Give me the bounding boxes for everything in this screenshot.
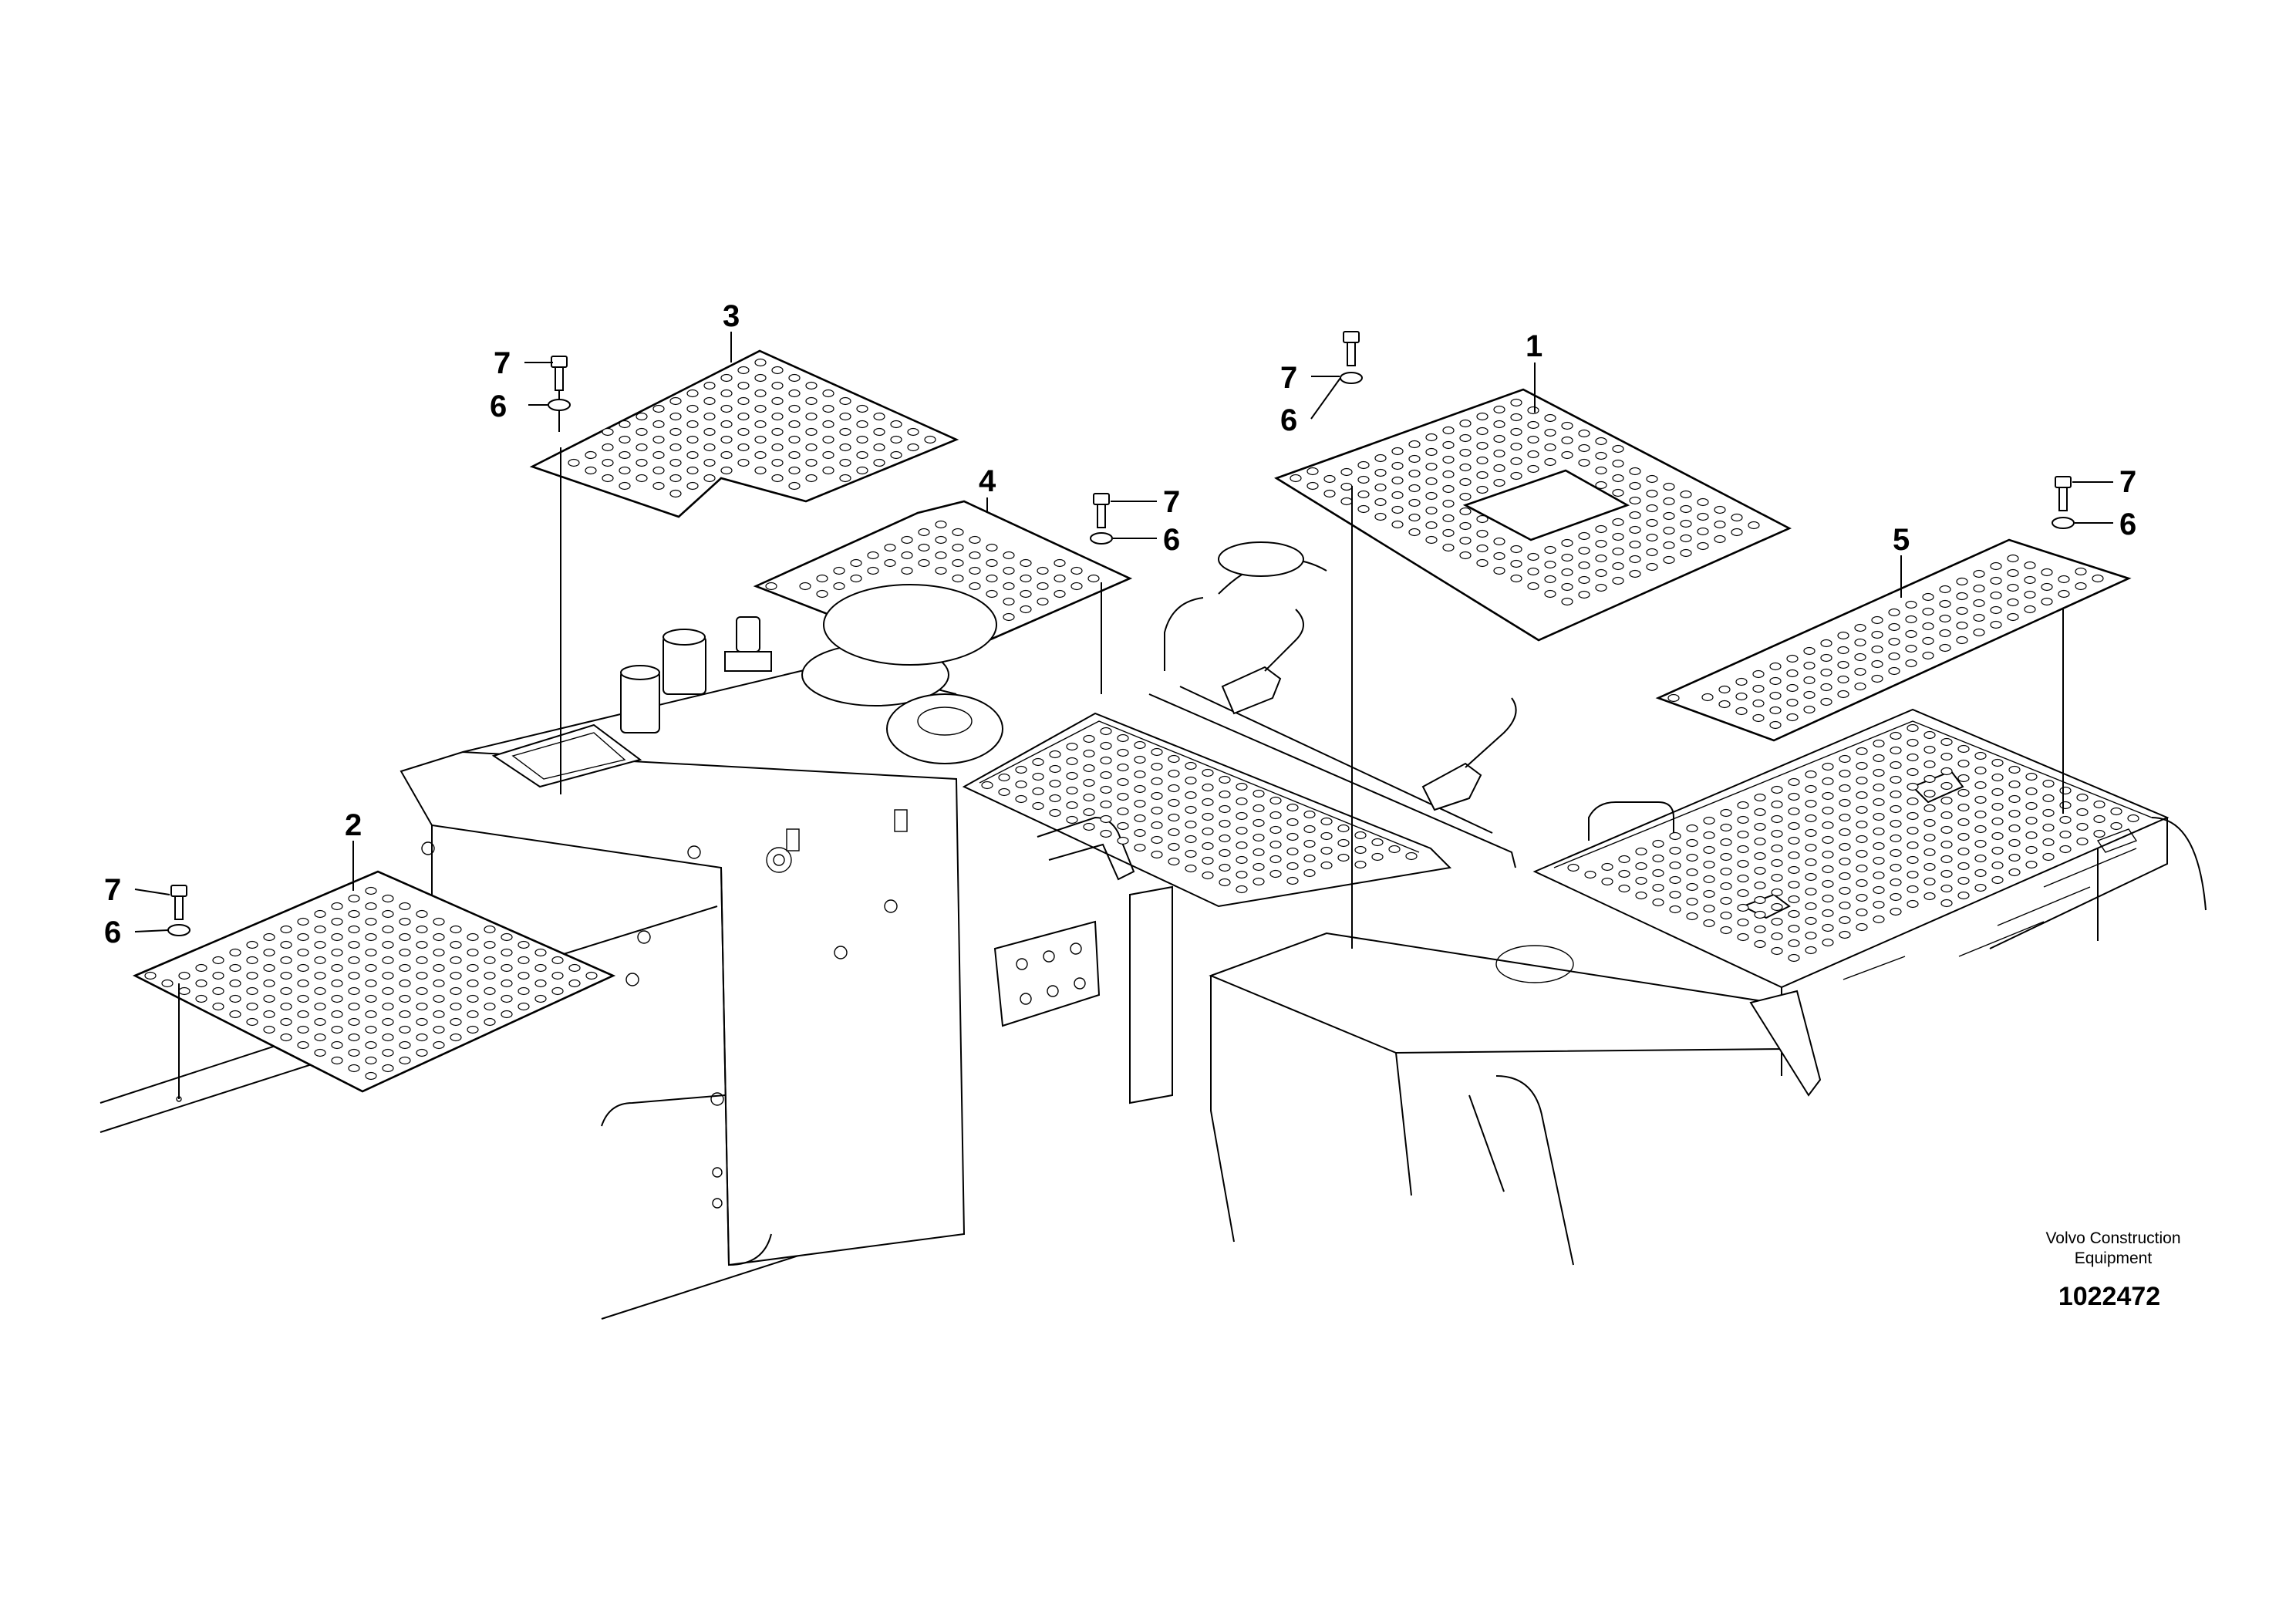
plate-4 [753,500,1133,666]
leader-lines [134,332,2113,932]
machine-frame [99,541,2207,1320]
plate-1 [1274,388,1792,642]
company-name-line2: Equipment [2075,1249,2153,1267]
callout-label-7c: 7 [1280,361,1297,395]
callout-label-7a: 7 [494,346,511,380]
callout-label-6c: 6 [1280,403,1297,437]
callout-label-6b: 6 [1163,523,1180,557]
perforation-holes [144,358,2139,1081]
company-name-line1: Volvo Construction [2045,1229,2180,1247]
fastener-group-left [548,356,571,794]
fastener-group-plate5 [2052,476,2075,814]
fastener-group-plate2 [167,885,190,1102]
callout-label-6a: 6 [490,389,507,423]
callout-label-7d: 7 [2119,465,2136,499]
callout-label-7e: 7 [104,873,121,907]
callout-label-1: 1 [1526,329,1542,363]
callout-label-2: 2 [345,808,362,842]
fastener-group-plate4 [1090,493,1113,694]
fastener-group-plate1 [1340,331,1363,949]
callout-label-6d: 6 [2119,508,2136,541]
callout-label-4: 4 [979,464,996,498]
drawing-number: 1022472 [2058,1282,2160,1311]
callout-label-5: 5 [1893,523,1910,557]
callout-label-7b: 7 [1163,485,1180,519]
callout-labels: 1 2 3 4 5 6 6 6 6 6 7 7 7 7 7 [104,299,2136,949]
drawing-footer: Volvo Construction Equipment 1022472 [2045,1229,2180,1311]
callout-label-3: 3 [723,299,740,333]
callout-label-6e: 6 [104,916,121,949]
